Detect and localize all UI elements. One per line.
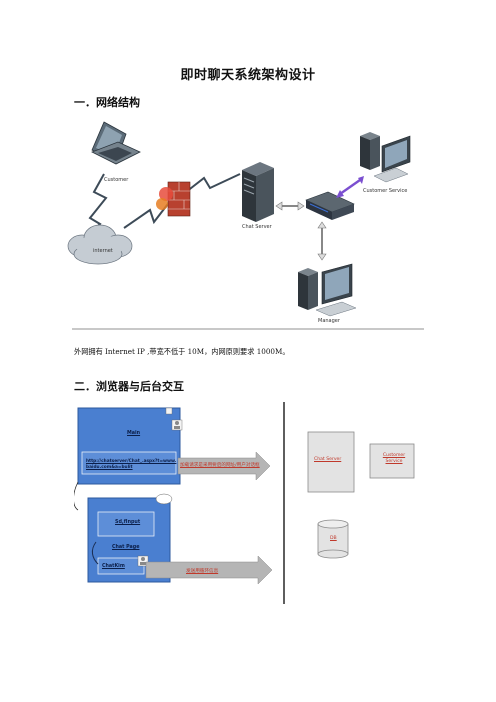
chat-user-icon bbox=[137, 555, 149, 567]
section-heading-network: 一．网络结构 bbox=[74, 96, 140, 109]
label-internet: internet bbox=[93, 248, 113, 254]
link-firewall-server bbox=[185, 173, 241, 193]
manager-computer-icon bbox=[298, 263, 357, 317]
vertical-arrow-icon bbox=[317, 221, 327, 261]
main-user-icon bbox=[171, 419, 183, 431]
main-url-text: http://chatserver/Chat_.aspx?t=www. baid… bbox=[86, 459, 177, 470]
chat-note: 发送用循环信息 bbox=[186, 569, 219, 574]
network-paragraph: 外网拥有 Internet IP ,带宽不低于 10M，内网原则要求 1000M… bbox=[74, 347, 290, 356]
customer-service-box bbox=[369, 443, 415, 479]
main-arrow bbox=[177, 451, 271, 481]
double-arrow-icon bbox=[275, 201, 305, 211]
chat-server-label: Chat Server bbox=[314, 457, 342, 462]
db-label: DB bbox=[330, 536, 337, 541]
label-customer-service: Customer Service bbox=[363, 188, 408, 194]
page-title: 即时聊天系统架构设计 bbox=[180, 68, 316, 83]
firewall-icon bbox=[156, 181, 191, 217]
speech-bubble-icon bbox=[155, 493, 173, 505]
label-manager: Manager bbox=[318, 318, 340, 324]
customer-service-computer-icon bbox=[360, 132, 411, 183]
divider bbox=[72, 328, 424, 330]
customer-service-label: Customer Service bbox=[382, 453, 406, 464]
server-icon bbox=[242, 162, 274, 222]
main-note: 加载请求是采用要启的网址/用户对话框 bbox=[180, 463, 260, 468]
interaction-diagram bbox=[74, 402, 415, 604]
network-diagram bbox=[67, 121, 411, 317]
switch-icon bbox=[305, 191, 355, 220]
main-url-box bbox=[81, 451, 177, 475]
sub-input-box bbox=[97, 511, 155, 537]
label-chat-server: Chat Server bbox=[242, 224, 272, 230]
chat-arrow bbox=[145, 555, 273, 585]
chatkim-label: ChatKim bbox=[102, 564, 125, 569]
purple-arrow-icon bbox=[336, 176, 364, 198]
chat-page-label: Chat Page bbox=[112, 545, 140, 550]
flow-arrow bbox=[74, 481, 79, 511]
laptop-icon bbox=[91, 121, 141, 165]
sub-input-label: Sd,fInput bbox=[115, 520, 141, 525]
label-customer: Customer bbox=[104, 177, 129, 183]
main-title: Main bbox=[127, 431, 141, 436]
section-heading-interaction: 二．浏览器与后台交互 bbox=[74, 380, 184, 393]
internet-cloud-icon bbox=[67, 224, 133, 265]
db-cylinder-icon bbox=[317, 519, 349, 559]
chat-server-box bbox=[307, 431, 355, 493]
cube-icon bbox=[165, 407, 173, 415]
